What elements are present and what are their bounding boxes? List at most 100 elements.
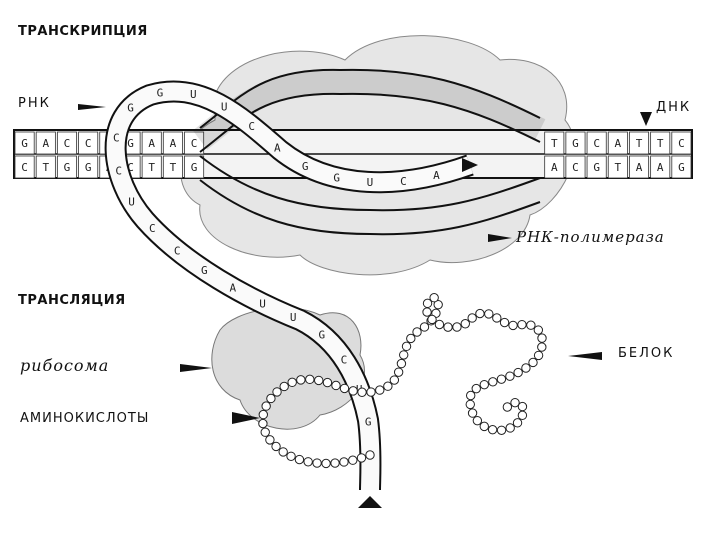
dna-base-letter: T — [170, 161, 177, 174]
amino-acid-bead — [280, 382, 288, 390]
dna-base-letter: A — [42, 137, 49, 150]
amino-acid-bead — [394, 368, 402, 376]
title-transcription: ТРАНСКРИПЦИЯ — [18, 24, 148, 39]
amino-acid-bead — [261, 428, 269, 436]
dna-base-letter: G — [64, 161, 71, 174]
amino-acid-bead — [287, 452, 295, 460]
amino-acid-bead — [322, 459, 330, 467]
rna-base-letter: G — [302, 160, 309, 173]
amino-acid-bead — [423, 299, 431, 307]
amino-acid-bead — [266, 436, 274, 444]
amino-acid-bead — [259, 419, 267, 427]
label-dna: ДНК — [656, 100, 691, 115]
dna-base-letter: G — [572, 137, 579, 150]
ribosome-pointer — [180, 364, 212, 372]
amino-acid-bead — [511, 398, 519, 406]
title-translation: ТРАНСЛЯЦИЯ — [18, 293, 126, 308]
rna-base-letter: A — [433, 169, 440, 182]
amino-acid-bead — [315, 376, 323, 384]
dna-base-letter: A — [636, 161, 643, 174]
amino-acid-bead — [267, 394, 275, 402]
rna-base-letter: C — [149, 222, 156, 235]
dna-base-letter: G — [85, 161, 92, 174]
amino-acid-bead — [473, 416, 481, 424]
amino-acid-bead — [367, 388, 375, 396]
amino-acid-bead — [420, 323, 428, 331]
rna-base-letter: U — [290, 311, 297, 324]
amino-acid-bead — [466, 400, 474, 408]
rna-base-letter: G — [157, 87, 164, 100]
rna-base-letter: G — [127, 102, 134, 115]
dna-base-letter: G — [191, 161, 198, 174]
dna-base-letter: C — [593, 137, 600, 150]
amino-acid-bead — [366, 451, 374, 459]
dna-base-letter: G — [127, 137, 134, 150]
rna-base-letter: U — [367, 176, 374, 189]
amino-acid-bead — [428, 315, 436, 323]
amino-acid-bead — [279, 448, 287, 456]
amino-acid-bead — [513, 419, 521, 427]
amino-acid-bead — [497, 426, 505, 434]
label-rna-polymerase: РНК-полимераза — [516, 228, 665, 246]
rna-base-letter: G — [318, 328, 325, 341]
label-amino-acids: АМИНОКИСЛОТЫ — [20, 411, 149, 426]
amino-acid-bead — [376, 386, 384, 394]
amino-acid-bead — [476, 309, 484, 317]
amino-acid-bead — [349, 387, 357, 395]
rna-pointer — [78, 104, 106, 110]
amino-acid-bead — [358, 388, 366, 396]
amino-acid-bead — [402, 342, 410, 350]
dna-base-letter: A — [657, 161, 664, 174]
dna-base-letter: C — [191, 137, 198, 150]
amino-acid-bead — [480, 380, 488, 388]
amino-acid-bead — [527, 321, 535, 329]
amino-acid-bead — [323, 378, 331, 386]
label-ribosome: рибосома — [20, 356, 109, 375]
amino-acid-bead — [444, 323, 452, 331]
amino-acid-bead — [295, 455, 303, 463]
amino-acid-bead — [435, 320, 443, 328]
amino-acid-bead — [407, 334, 415, 342]
amino-acid-bead — [259, 410, 267, 418]
amino-acid-bead — [384, 382, 392, 390]
amino-acid-bead — [466, 391, 474, 399]
rna-base-letter: A — [274, 142, 281, 155]
dna-base-letter: A — [148, 137, 155, 150]
amino-acid-bead — [489, 378, 497, 386]
amino-acid-bead — [534, 351, 542, 359]
amino-acid-bead — [423, 308, 431, 316]
dna-base-letter: T — [657, 137, 664, 150]
amino-acid-bead — [488, 425, 496, 433]
amino-acid-bead — [390, 376, 398, 384]
amino-acid-bead — [400, 351, 408, 359]
dna-base-letter: A — [615, 137, 622, 150]
rna-base-letter: G — [201, 264, 208, 277]
dna-base-letter: G — [678, 161, 685, 174]
amino-acid-bead — [534, 326, 542, 334]
amino-acid-bead — [500, 318, 508, 326]
rna-base-letter: U — [190, 88, 197, 101]
label-rna: РНК — [18, 96, 51, 111]
amino-acid-bead — [493, 314, 501, 322]
amino-acid-bead — [514, 368, 522, 376]
dna-base-letter: T — [42, 161, 49, 174]
dna-base-letter: C — [85, 137, 92, 150]
amino-acid-bead — [518, 320, 526, 328]
amino-acid-bead — [461, 320, 469, 328]
dna-base-letter: G — [593, 161, 600, 174]
rna-base-letter: C — [113, 131, 120, 144]
amino-acid-bead — [272, 442, 280, 450]
rna-base-letter: C — [174, 244, 181, 257]
dna-base-letter: A — [170, 137, 177, 150]
amino-acid-bead — [453, 323, 461, 331]
dna-base-letter: C — [572, 161, 579, 174]
amino-acid-bead — [331, 459, 339, 467]
amino-acid-bead — [503, 403, 511, 411]
amino-acid-bead — [273, 388, 281, 396]
amino-acid-bead — [506, 372, 514, 380]
amino-acid-bead — [538, 343, 546, 351]
amino-acid-bead — [522, 364, 530, 372]
dna-base-letter: A — [551, 161, 558, 174]
dna-base-letter: C — [678, 137, 685, 150]
